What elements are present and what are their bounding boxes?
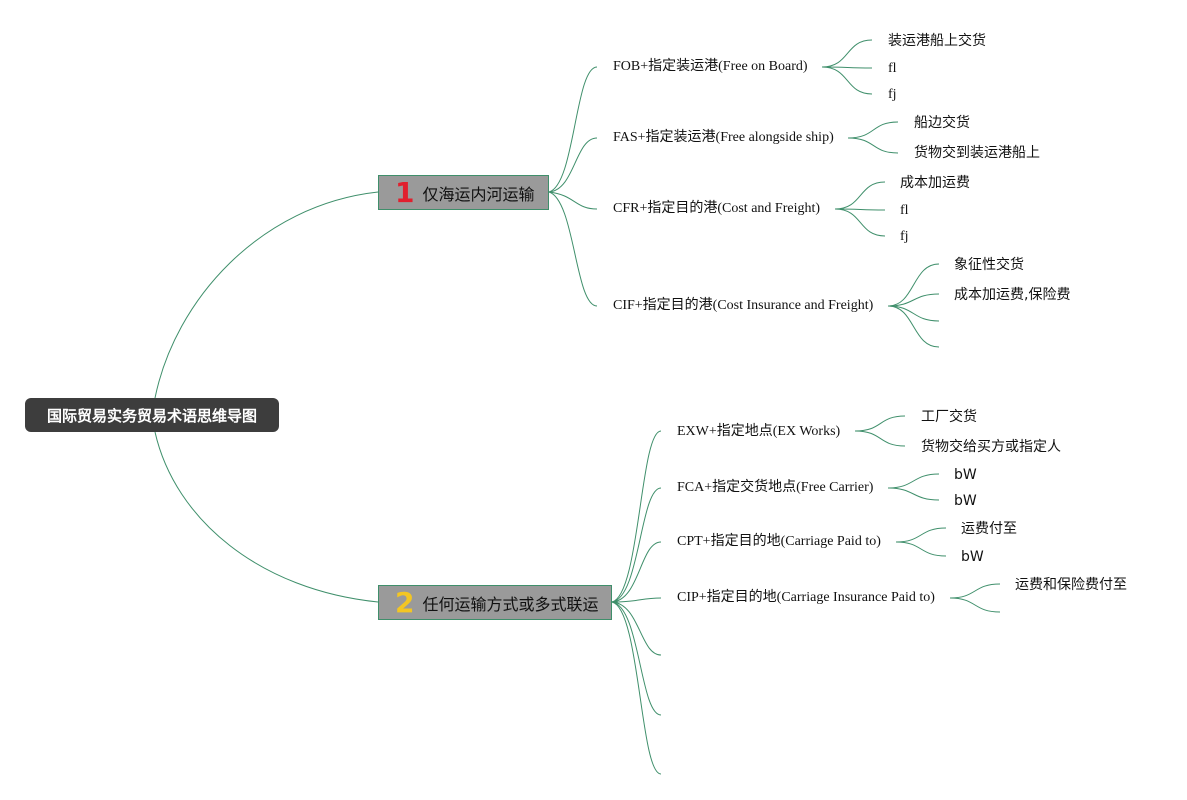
fob-detail[interactable]: fl xyxy=(888,61,897,76)
cif-detail[interactable]: 象征性交货 xyxy=(954,257,1024,273)
fob-detail[interactable]: fj xyxy=(888,87,897,102)
exw-detail[interactable]: 工厂交货 xyxy=(921,409,977,425)
branch-number-2: 2 xyxy=(395,585,415,619)
term-cip[interactable]: CIP+指定目的地(Carriage Insurance Paid to) xyxy=(677,590,935,605)
cpt-detail[interactable]: 运费付至 xyxy=(961,521,1017,537)
branch-label: 任何运输方式或多式联运 xyxy=(422,594,599,614)
root-title: 国际贸易实务贸易术语思维导图 xyxy=(46,406,257,425)
term-fca[interactable]: FCA+指定交货地点(Free Carrier) xyxy=(677,480,874,495)
cpt-detail[interactable]: bW xyxy=(961,549,984,565)
branch-number-1: 1 xyxy=(395,175,415,209)
term-exw[interactable]: EXW+指定地点(EX Works) xyxy=(677,424,841,439)
term-fas[interactable]: FAS+指定装运港(Free alongside ship) xyxy=(613,130,834,145)
term-cpt[interactable]: CPT+指定目的地(Carriage Paid to) xyxy=(677,534,881,549)
cfr-detail[interactable]: fj xyxy=(900,229,909,244)
branch-sea-inland-waterway[interactable]: 1 仅海运内河运输 xyxy=(378,175,549,210)
term-cif[interactable]: CIF+指定目的港(Cost Insurance and Freight) xyxy=(613,298,874,313)
fca-detail[interactable]: bW xyxy=(954,493,977,509)
cfr-detail[interactable]: fl xyxy=(900,203,909,218)
cfr-detail[interactable]: 成本加运费 xyxy=(900,175,970,191)
cip-detail[interactable]: 运费和保险费付至 xyxy=(1015,577,1127,593)
branch-any-mode-transport[interactable]: 2 任何运输方式或多式联运 xyxy=(378,585,612,620)
fob-detail[interactable]: 装运港船上交货 xyxy=(888,33,986,49)
fas-detail[interactable]: 货物交到装运港船上 xyxy=(914,145,1040,161)
term-fob[interactable]: FOB+指定装运港(Free on Board) xyxy=(613,59,808,74)
cif-detail[interactable]: 成本加运费,保险费 xyxy=(954,287,1071,303)
fas-detail[interactable]: 船边交货 xyxy=(914,115,970,131)
fca-detail[interactable]: bW xyxy=(954,467,977,483)
term-cfr[interactable]: CFR+指定目的港(Cost and Freight) xyxy=(613,201,821,216)
root-topic[interactable]: 国际贸易实务贸易术语思维导图 xyxy=(25,398,279,432)
exw-detail[interactable]: 货物交给买方或指定人 xyxy=(921,439,1061,455)
branch-label: 仅海运内河运输 xyxy=(422,184,535,204)
